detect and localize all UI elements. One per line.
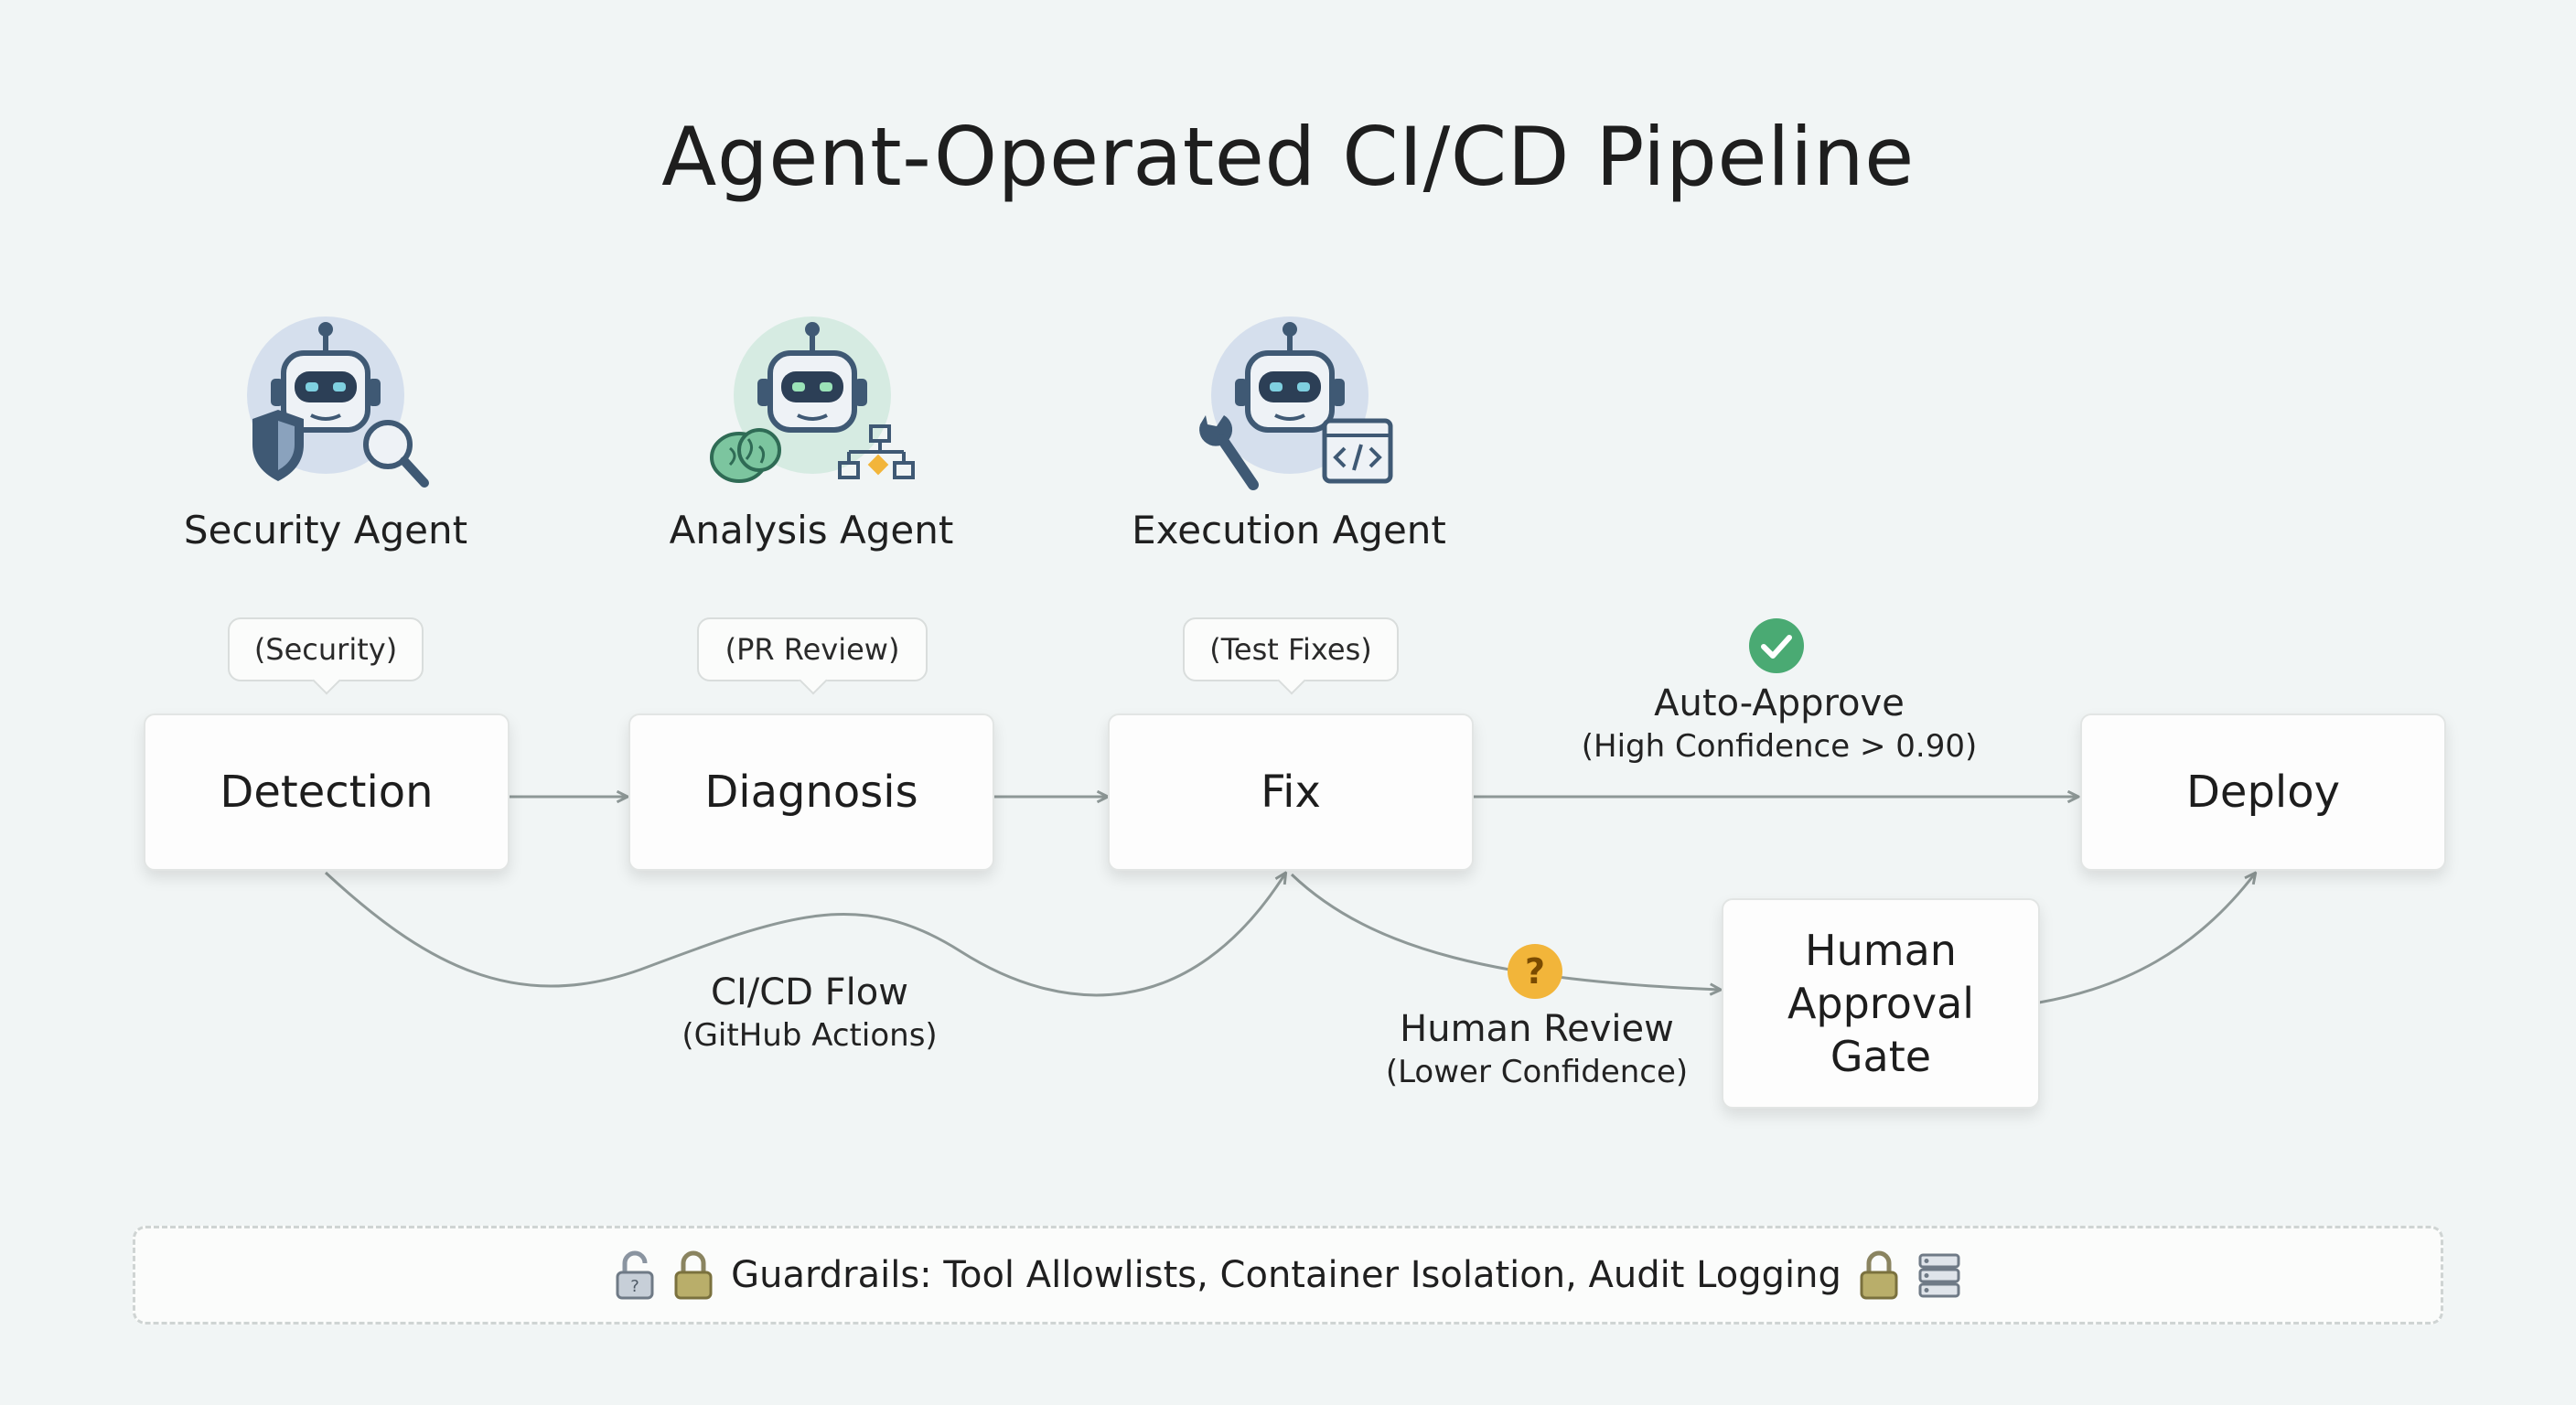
green-check-icon (1747, 617, 1806, 675)
stage-diagnosis: Diagnosis (628, 713, 994, 871)
callout-security: (Security) (228, 617, 424, 681)
stage-detection: Detection (144, 713, 510, 871)
stage-fix: Fix (1108, 713, 1474, 871)
guardrails-text: Guardrails: Tool Allowlists, Container I… (731, 1254, 1841, 1296)
padlock-icon (1858, 1250, 1900, 1300)
cicd-flow-curve (324, 873, 1285, 997)
gate-line-1: Human (1805, 926, 1957, 975)
agent-label-execution: Execution Agent (1132, 508, 1446, 552)
gate-line-3: Gate (1830, 1032, 1932, 1081)
svg-text:?: ? (1525, 951, 1545, 992)
unlocked-padlock-icon: ? (614, 1250, 656, 1300)
page-title: Agent-Operated CI/CD Pipeline (661, 110, 1915, 204)
stage-human-approval-gate: Human Approval Gate (1722, 898, 2040, 1109)
arrow-fix-human-gate (1290, 873, 1720, 990)
padlock-icon (672, 1250, 714, 1300)
auto-approve-label: Auto-Approve (High Confidence > 0.90) (1546, 682, 2012, 765)
auto-approve-title: Auto-Approve (1654, 682, 1905, 724)
guardrails-bar: ? Guardrails: Tool Allowlists, Container… (133, 1226, 2443, 1325)
human-review-label: Human Review (Lower Confidence) (1345, 1008, 1729, 1090)
server-stack-icon (1916, 1252, 1962, 1298)
robot-brain-flowchart-icon (703, 311, 922, 494)
callout-pr-review: (PR Review) (697, 617, 928, 681)
svg-text:?: ? (630, 1277, 639, 1296)
cicd-flow-subtitle: (GitHub Actions) (682, 1017, 938, 1054)
robot-wrench-code-icon (1180, 311, 1400, 494)
arrow-gate-deploy (2038, 874, 2255, 1004)
stage-deploy: Deploy (2080, 713, 2446, 871)
gate-line-2: Approval (1787, 979, 1975, 1028)
agent-label-security: Security Agent (183, 508, 468, 552)
question-icon: ? (1506, 942, 1564, 1001)
agent-label-analysis: Analysis Agent (669, 508, 954, 552)
robot-shield-magnifier-icon (220, 311, 439, 494)
cicd-flow-title: CI/CD Flow (711, 971, 908, 1014)
callout-test-fixes: (Test Fixes) (1183, 617, 1399, 681)
auto-approve-subtitle: (High Confidence > 0.90) (1581, 728, 1978, 765)
cicd-flow-label: CI/CD Flow (GitHub Actions) (595, 971, 1025, 1054)
human-review-title: Human Review (1400, 1008, 1674, 1050)
human-review-subtitle: (Lower Confidence) (1385, 1054, 1689, 1090)
